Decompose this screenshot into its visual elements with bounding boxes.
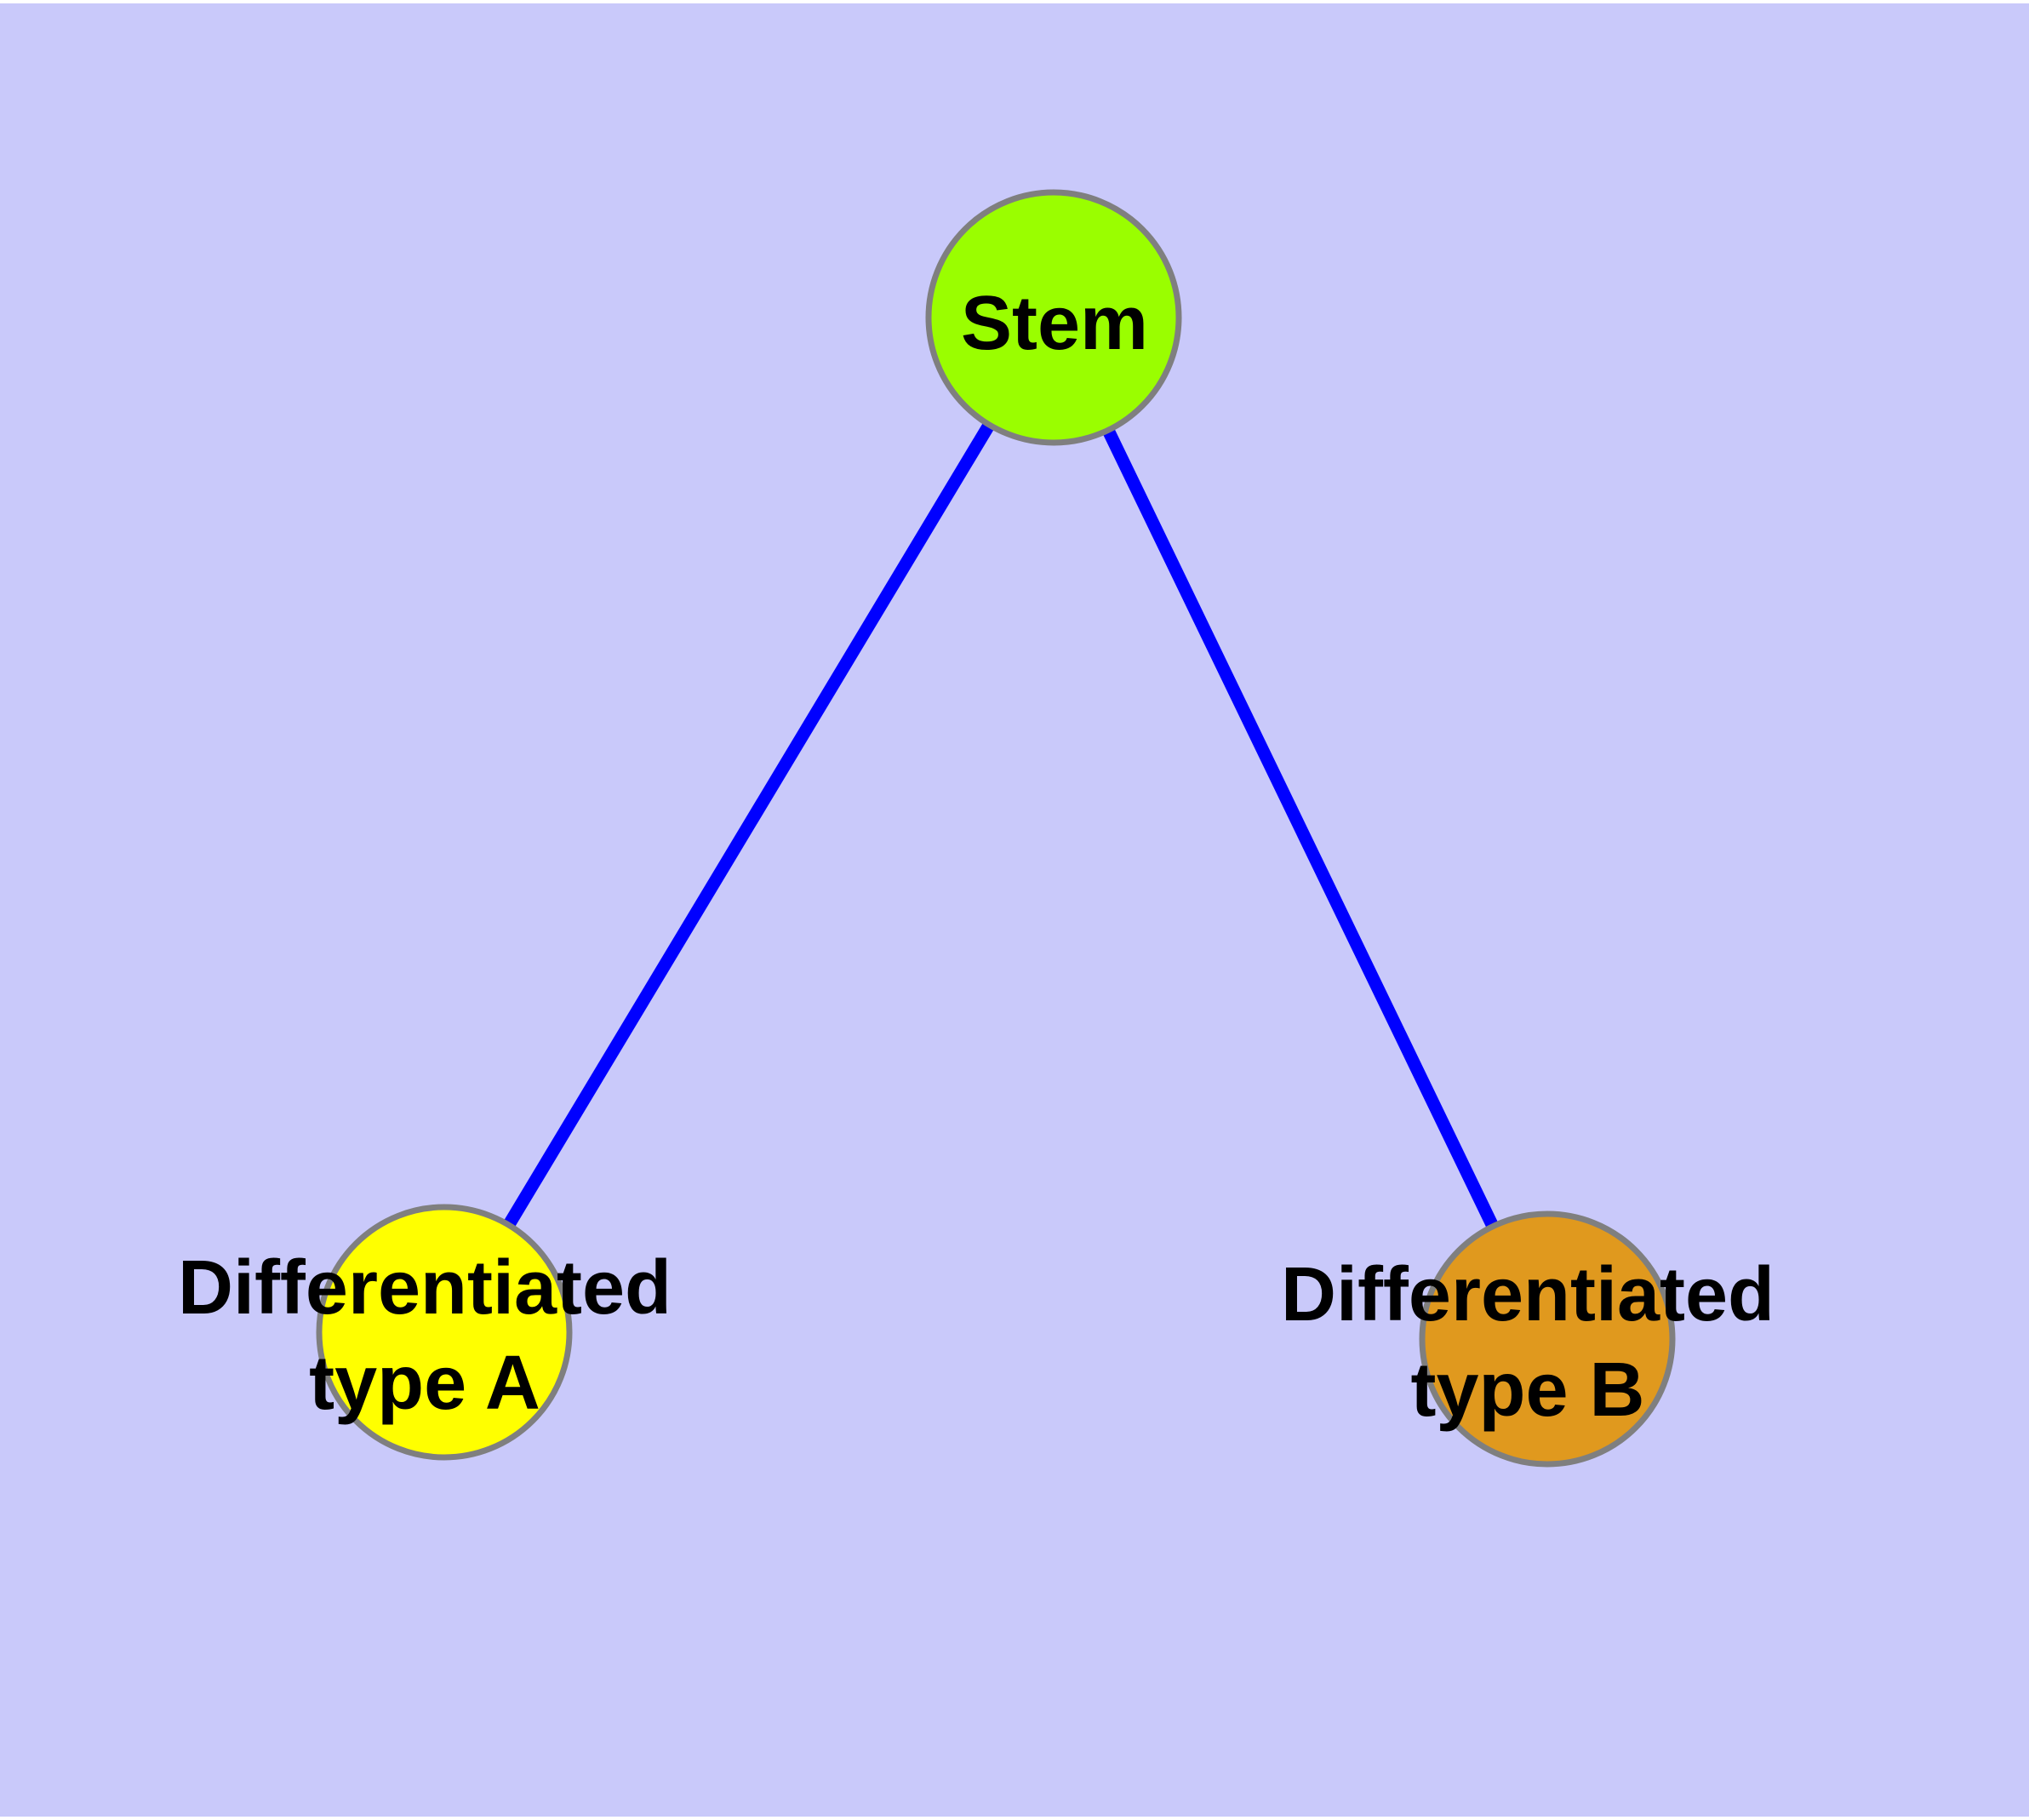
node-differentiated-type-a [316, 1204, 573, 1461]
edge-stem-to-typeA [438, 314, 1060, 1336]
edge-stem-to-typeB [1048, 314, 1553, 1342]
node-stem-label: Stem [961, 281, 1148, 366]
node-differentiated-type-b [1419, 1210, 1676, 1468]
node-stem [925, 189, 1182, 446]
